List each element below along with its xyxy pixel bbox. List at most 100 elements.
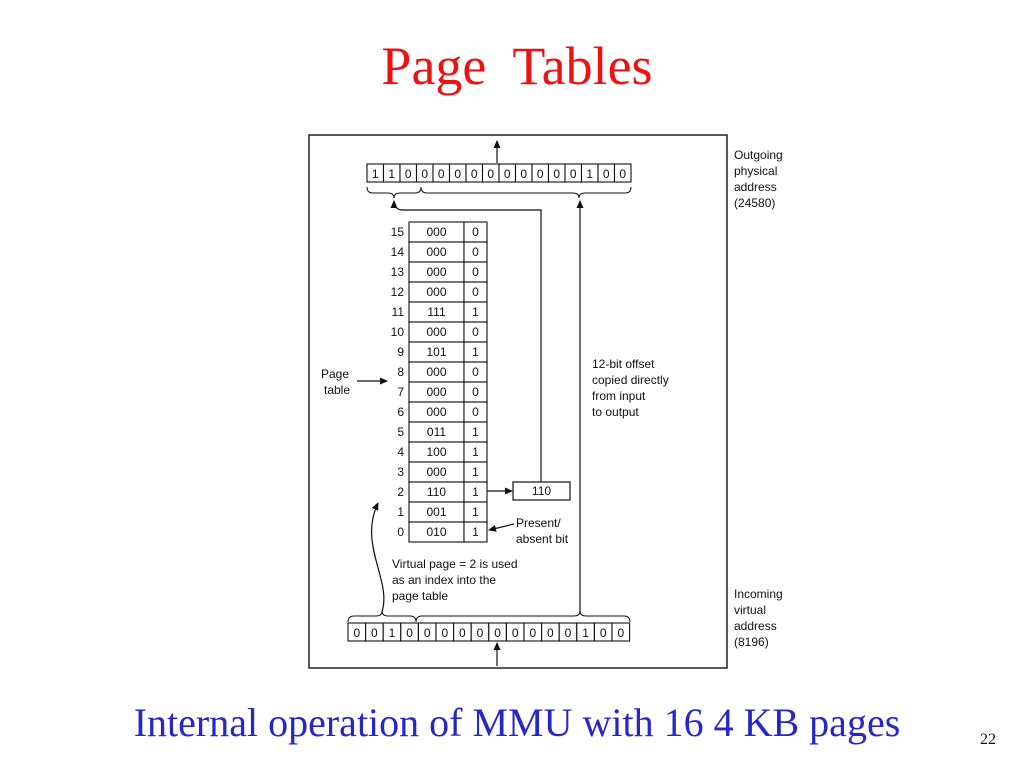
physical-address-bit-cell bbox=[613, 163, 632, 183]
page-table-frame-value: 110 bbox=[427, 485, 446, 499]
page-table-index: 2 bbox=[397, 485, 404, 499]
physical-address-bit-value: 0 bbox=[570, 167, 577, 181]
page-table-present-value: 0 bbox=[472, 245, 479, 259]
page-table-present-value: 1 bbox=[472, 505, 479, 519]
physical-offset-brace bbox=[420, 186, 632, 199]
virtual-address-bit-value: 0 bbox=[459, 626, 466, 640]
page-table-present-value: 1 bbox=[472, 425, 479, 439]
page-table-present-value: 0 bbox=[472, 225, 479, 239]
page-table-index: 9 bbox=[397, 345, 404, 359]
virtual-address-bit-value: 0 bbox=[406, 626, 413, 640]
physical-address-bit-value: 0 bbox=[553, 167, 560, 181]
physical-address-bit-value: 0 bbox=[471, 167, 478, 181]
page-table-index: 11 bbox=[392, 305, 405, 319]
page-table-index: 8 bbox=[397, 365, 404, 379]
virtual-address-bit-value: 0 bbox=[371, 626, 378, 640]
page-table-index: 1 bbox=[397, 505, 404, 519]
page-table-present-cell bbox=[463, 521, 488, 543]
page-table-index: 4 bbox=[397, 445, 404, 459]
figure-frame bbox=[308, 134, 728, 669]
physical-address-bit-value: 0 bbox=[487, 167, 494, 181]
page-table-frame-value: 001 bbox=[426, 505, 446, 519]
virtual-address-bit-value: 0 bbox=[565, 626, 572, 640]
page-table-frame-value: 100 bbox=[426, 445, 446, 459]
virtual-address-label-line: address bbox=[734, 619, 777, 633]
physical-address-bit-value: 0 bbox=[619, 167, 626, 181]
page-table-index: 5 bbox=[397, 425, 404, 439]
page-table-index: 10 bbox=[391, 325, 405, 339]
page-table-frame-value: 000 bbox=[426, 285, 446, 299]
virtual-address-bit-value: 0 bbox=[441, 626, 448, 640]
virtual-page-label-line: page table bbox=[392, 589, 448, 603]
virtual-address-bit-value: 0 bbox=[424, 626, 431, 640]
page-table-present-value: 0 bbox=[472, 325, 479, 339]
virtual-address-bit-value: 0 bbox=[529, 626, 536, 640]
physical-address-bit-value: 0 bbox=[504, 167, 511, 181]
slide-number: 22 bbox=[980, 731, 996, 748]
page-table-frame-value: 000 bbox=[426, 245, 446, 259]
page-table-frame-value: 000 bbox=[426, 225, 446, 239]
virtual-address-bit-value: 0 bbox=[494, 626, 501, 640]
page-table-frame-value: 011 bbox=[427, 425, 446, 439]
present-bit-label: Present/ bbox=[516, 516, 561, 530]
present-bit-arrow bbox=[488, 523, 515, 532]
physical-address-label-line: (24580) bbox=[734, 196, 775, 210]
physical-address-bit-value: 0 bbox=[603, 167, 610, 181]
page-table-frame-value: 111 bbox=[427, 305, 446, 319]
virtual-page-index-arrow bbox=[370, 502, 385, 613]
page-table-frame-value: 000 bbox=[426, 465, 446, 479]
page-table-index: 6 bbox=[397, 405, 404, 419]
virtual-address-bit-value: 1 bbox=[582, 626, 589, 640]
virtual-page-brace bbox=[347, 610, 417, 623]
present-bit-label: absent bit bbox=[516, 532, 569, 546]
slide-caption: Internal operation of MMU with 16 4 KB p… bbox=[133, 700, 901, 745]
page-table-label: Page table bbox=[321, 367, 350, 397]
page-table-present-value: 0 bbox=[472, 365, 479, 379]
page-table-present-value: 0 bbox=[472, 405, 479, 419]
page-table-frame-value: 000 bbox=[426, 265, 446, 279]
page-table-present-value: 0 bbox=[472, 265, 479, 279]
physical-address-bit-value: 1 bbox=[388, 167, 395, 181]
physical-address-bit-value: 0 bbox=[405, 167, 412, 181]
virtual-address-label: Incoming virtual address (8196) bbox=[734, 587, 783, 649]
offset-label-line: 12-bit offset bbox=[592, 357, 655, 371]
physical-frame-brace bbox=[366, 186, 422, 199]
virtual-address-label-line: virtual bbox=[734, 603, 766, 617]
page-table-present-value: 1 bbox=[472, 345, 479, 359]
page-table-present-value: 1 bbox=[472, 465, 479, 479]
page-table-present-value: 1 bbox=[472, 445, 479, 459]
frame-output-value: 110 bbox=[532, 484, 551, 498]
page-table-present-value: 0 bbox=[472, 285, 479, 299]
page-table-index: 0 bbox=[397, 525, 404, 539]
virtual-address-bit-value: 1 bbox=[389, 626, 396, 640]
page-table-frame-value: 000 bbox=[426, 325, 446, 339]
page-table-index: 7 bbox=[397, 385, 404, 399]
page-table-frame-value: 000 bbox=[426, 365, 446, 379]
physical-address-bit-value: 0 bbox=[454, 167, 461, 181]
virtual-address-bit-value: 0 bbox=[353, 626, 360, 640]
virtual-address-bit-cell bbox=[611, 622, 631, 642]
virtual-offset-brace bbox=[415, 610, 631, 623]
page-table-frame-value: 000 bbox=[426, 405, 446, 419]
offset-label-line: to output bbox=[592, 405, 639, 419]
offset-label-line: copied directly bbox=[592, 373, 669, 387]
virtual-address-bit-value: 0 bbox=[477, 626, 484, 640]
page-table-label-line: Page bbox=[321, 367, 349, 381]
virtual-address-bit-value: 0 bbox=[547, 626, 554, 640]
virtual-address-label-line: (8196) bbox=[734, 635, 769, 649]
physical-address-bit-value: 0 bbox=[537, 167, 544, 181]
offset-label-line: from input bbox=[592, 389, 646, 403]
page-table-label-line: table bbox=[324, 383, 350, 397]
virtual-address-bit-value: 0 bbox=[617, 626, 624, 640]
frame-copy-arrow bbox=[390, 200, 542, 482]
physical-address-bit-value: 0 bbox=[438, 167, 445, 181]
slide-title: Page Tables bbox=[381, 36, 653, 96]
page-table-index: 13 bbox=[391, 265, 405, 279]
page-table-frame-value: 010 bbox=[426, 525, 446, 539]
virtual-page-label-line: Virtual page = 2 is used bbox=[392, 557, 518, 571]
physical-address-bit-value: 0 bbox=[520, 167, 527, 181]
